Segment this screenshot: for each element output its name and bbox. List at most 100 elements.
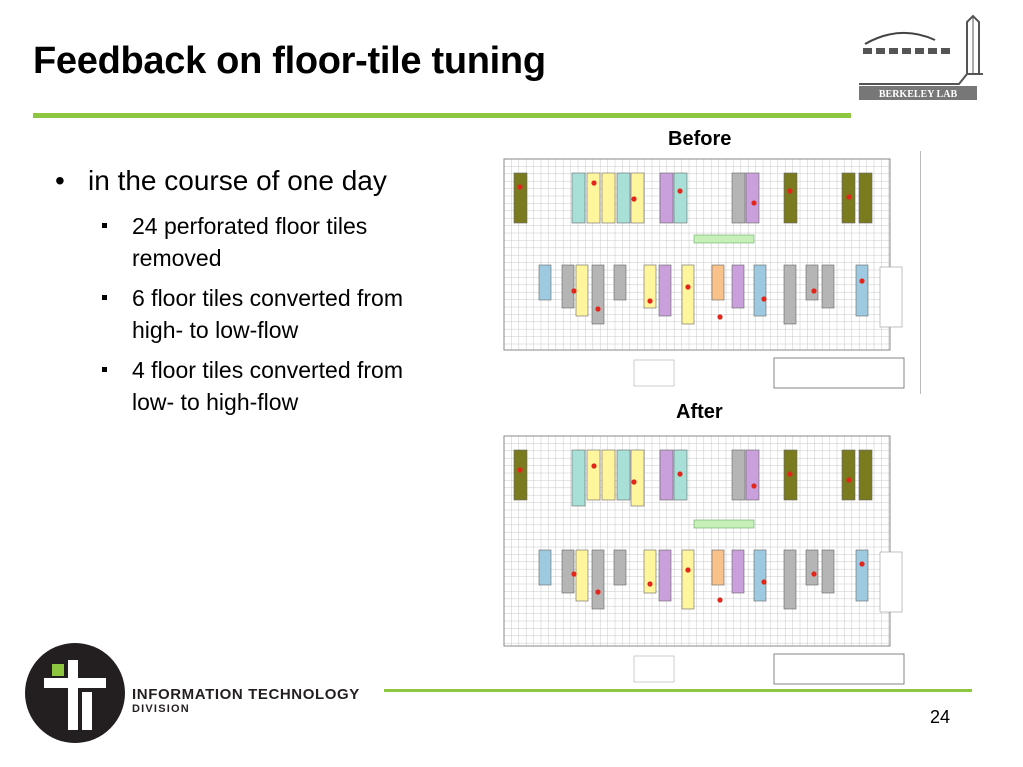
rack-tile-column <box>681 549 695 610</box>
rack-tile-column <box>673 172 688 224</box>
main-bullet: • in the course of one day <box>50 162 440 200</box>
rack-tile-column <box>753 549 767 602</box>
rack-tile-column <box>538 264 552 301</box>
sub-bullet: 6 floor tiles converted from high- to lo… <box>50 282 440 346</box>
sensor-marker <box>859 561 865 567</box>
rack-tile-column <box>711 264 725 301</box>
sensor-marker <box>647 298 653 304</box>
bullet-list: • in the course of one day 24 perforated… <box>50 162 440 418</box>
rack-tile-column <box>601 172 616 224</box>
sensor-marker <box>647 581 653 587</box>
sensor-marker <box>685 284 691 290</box>
rack-tile-column <box>561 549 575 594</box>
rack-tile-column <box>858 449 873 501</box>
sensor-marker <box>571 571 577 577</box>
bullet-square <box>102 295 107 300</box>
rack-tile-column <box>571 449 586 507</box>
rack-tile-column <box>643 264 657 309</box>
rack-tile-column <box>513 449 528 501</box>
rack-tile-column <box>753 264 767 317</box>
sensor-marker <box>571 288 577 294</box>
sensor-marker <box>517 467 523 473</box>
floor-plan-after-drawing <box>503 435 905 685</box>
rack-tile-column <box>731 549 745 594</box>
floor-tile-strip <box>693 519 755 529</box>
page-number: 24 <box>930 707 951 727</box>
rack-tile-column <box>643 549 657 594</box>
rack-tile-column <box>591 549 605 610</box>
sensor-marker <box>761 296 767 302</box>
main-bullet-text: in the course of one day <box>88 165 387 196</box>
rack-tile-column <box>659 172 674 224</box>
rack-tile-column <box>586 172 601 224</box>
rack-tile-column <box>805 549 819 586</box>
rack-tile-column <box>855 264 869 317</box>
legend-box <box>879 266 903 328</box>
rack-tile-column <box>858 172 873 224</box>
rack-tile-column <box>630 172 645 224</box>
rack-tile-column <box>855 549 869 602</box>
sensor-marker <box>751 483 757 489</box>
sensor-marker <box>846 477 852 483</box>
rack-tile-column <box>513 172 528 224</box>
rack-tile-column <box>731 172 746 224</box>
bullet-square <box>102 367 107 372</box>
it-division-name: INFORMATION TECHNOLOGY <box>132 686 360 703</box>
floor-plan-before-image <box>484 151 921 394</box>
rack-tile-column <box>659 449 674 501</box>
floor-plan-after-image <box>484 428 920 690</box>
title-block <box>773 357 905 389</box>
sensor-marker <box>677 471 683 477</box>
it-division-subtitle: DIVISION <box>132 703 190 715</box>
sensor-marker <box>717 314 723 320</box>
title-divider <box>33 113 851 118</box>
sensor-marker <box>631 479 637 485</box>
sensor-marker <box>685 567 691 573</box>
legend-box <box>879 551 903 613</box>
slide-title: Feedback on floor-tile tuning <box>33 40 546 82</box>
floor-plan-before-drawing <box>503 158 905 389</box>
rack-tile-column <box>783 264 797 325</box>
sensor-marker <box>631 196 637 202</box>
floor-tile-strip <box>693 234 755 244</box>
sub-bullet: 4 floor tiles converted from low- to hig… <box>50 354 440 418</box>
rack-tile-column <box>821 549 835 594</box>
sensor-marker <box>787 188 793 194</box>
sub-bullet: 24 perforated floor tiles removed <box>50 210 440 274</box>
rack-tile-column <box>561 264 575 309</box>
room-outline <box>503 158 891 351</box>
rack-tile-column <box>575 264 589 317</box>
rack-tile-column <box>805 264 819 301</box>
sensor-marker <box>859 278 865 284</box>
bullet-square <box>102 223 107 228</box>
sub-bullet-text: 4 floor tiles converted from low- to hig… <box>132 357 404 415</box>
rack-tile-column <box>783 549 797 610</box>
rack-tile-column <box>586 449 601 501</box>
sensor-marker <box>517 184 523 190</box>
sensor-legend-box <box>633 359 675 387</box>
rack-tile-column <box>711 549 725 586</box>
rack-tile-column <box>783 172 798 224</box>
rack-tile-column <box>630 449 645 507</box>
sensor-marker <box>591 463 597 469</box>
bullet-dot: • <box>55 165 65 196</box>
berkeley-lab-logo: BERKELEY LAB <box>859 14 983 100</box>
room-outline <box>503 435 891 647</box>
sensor-marker <box>591 180 597 186</box>
rack-tile-column <box>745 172 760 224</box>
rack-tile-column <box>613 549 627 586</box>
sensor-marker <box>595 306 601 312</box>
rack-tile-column <box>731 264 745 309</box>
sensor-marker <box>717 597 723 603</box>
rack-tile-column <box>658 264 672 317</box>
sensor-marker <box>761 579 767 585</box>
sensor-marker <box>787 471 793 477</box>
rack-tile-column <box>571 172 586 224</box>
berkeley-lab-text: BERKELEY LAB <box>879 89 958 100</box>
sub-bullet-text: 6 floor tiles converted from high- to lo… <box>132 285 404 343</box>
rack-tile-column <box>591 264 605 325</box>
rack-tile-column <box>613 264 627 301</box>
before-label: Before <box>668 128 732 150</box>
after-label: After <box>676 401 723 423</box>
footer-divider <box>384 689 972 692</box>
